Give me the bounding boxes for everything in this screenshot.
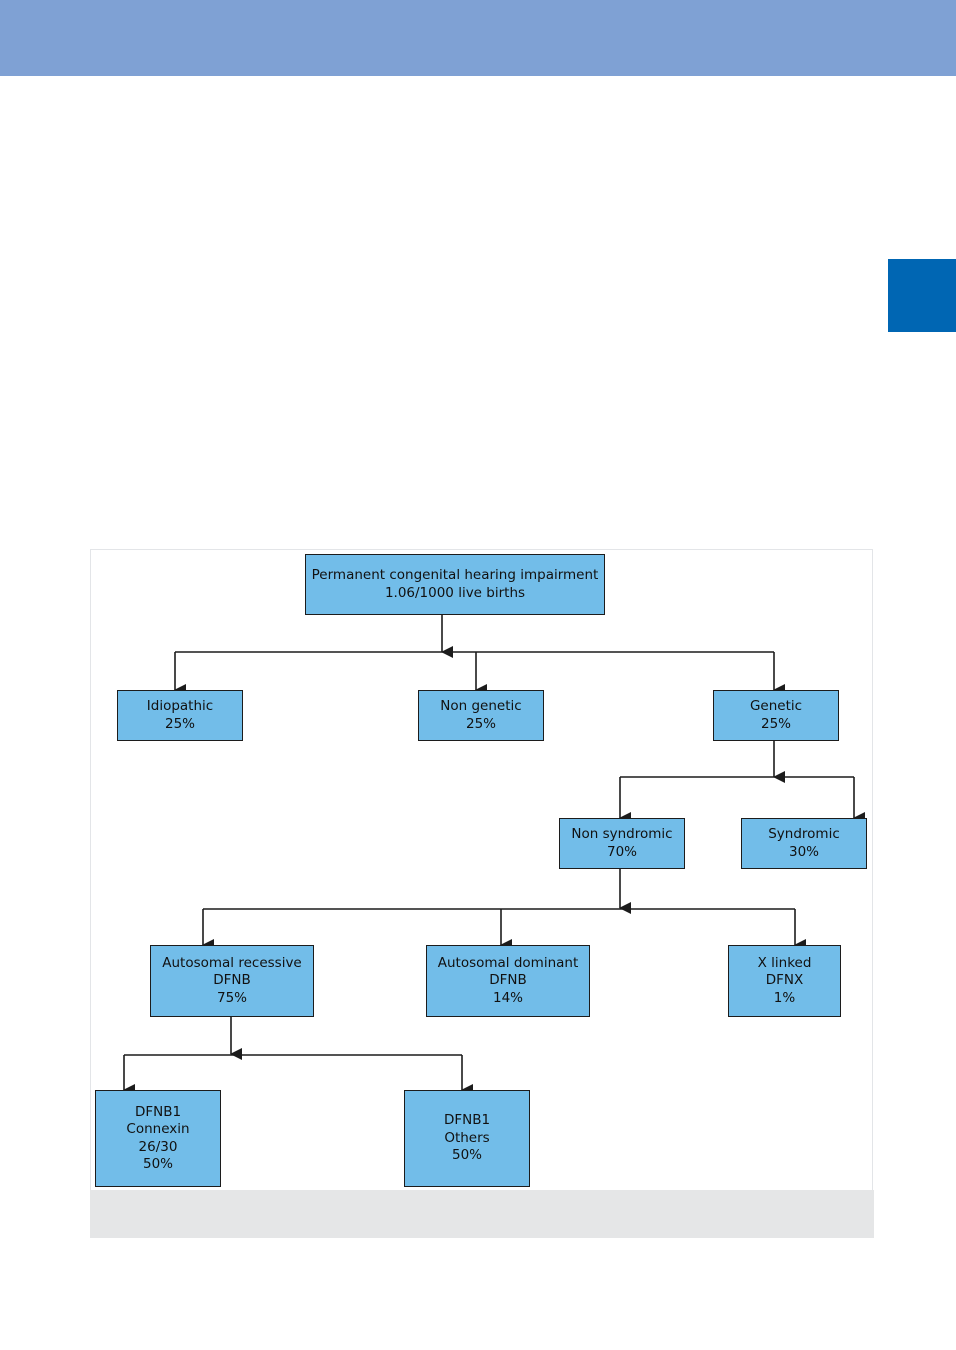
node-value: 25%: [164, 715, 195, 732]
chapter-tab: [888, 259, 956, 332]
node-sublabel: Others: [444, 1129, 490, 1146]
node-value: 1.06/1000 live births: [384, 584, 526, 601]
node-autosomal-recessive: Autosomal recessive DFNB 75%: [150, 945, 314, 1017]
node-permanent-congenital-hearing-impairment: Permanent congenital hearing impairment …: [305, 554, 605, 615]
node-label: DFNB1: [134, 1103, 182, 1120]
node-value: 1%: [773, 989, 796, 1006]
header-band: [0, 0, 956, 76]
node-label: Idiopathic: [146, 698, 214, 714]
node-sublabel: DFNB: [489, 972, 527, 989]
node-value: 25%: [465, 715, 496, 732]
node-sublabel: DFNX: [765, 972, 804, 989]
node-non-syndromic: Non syndromic 70%: [559, 818, 685, 869]
node-label: Autosomal recessive: [162, 954, 302, 971]
node-value: 70%: [606, 843, 637, 860]
node-dfnb1-others: DFNB1 Others 50%: [404, 1090, 530, 1187]
node-value: 30%: [788, 843, 819, 860]
node-label: Autosomal dominant: [437, 954, 579, 971]
node-sublabel: Connexin: [126, 1121, 190, 1137]
node-x-linked: X linked DFNX 1%: [728, 945, 841, 1017]
node-value: 14%: [492, 989, 523, 1006]
node-dfnb1-connexin: DFNB1 Connexin 26/30 50%: [95, 1090, 221, 1187]
node-label: DFNB1: [443, 1112, 491, 1129]
node-label: Non syndromic: [571, 826, 673, 842]
node-label: Genetic: [749, 698, 803, 714]
node-value: 50%: [451, 1147, 482, 1164]
node-value: 25%: [760, 715, 791, 732]
node-sublabel: 26/30: [138, 1138, 178, 1155]
node-autosomal-dominant: Autosomal dominant DFNB 14%: [426, 945, 590, 1017]
node-value: 75%: [216, 989, 247, 1006]
node-label: Permanent congenital hearing impairment: [311, 567, 599, 583]
figure-caption-bar: [90, 1190, 874, 1238]
node-value: 50%: [142, 1156, 173, 1172]
node-idiopathic: Idiopathic 25%: [117, 690, 243, 741]
node-genetic: Genetic 25%: [713, 690, 839, 741]
node-label: X linked: [757, 954, 812, 971]
node-non-genetic: Non genetic 25%: [418, 690, 544, 741]
node-sublabel: DFNB: [213, 972, 251, 989]
node-label: Syndromic: [768, 826, 840, 842]
node-label: Non genetic: [440, 698, 522, 714]
node-syndromic: Syndromic 30%: [741, 818, 867, 869]
